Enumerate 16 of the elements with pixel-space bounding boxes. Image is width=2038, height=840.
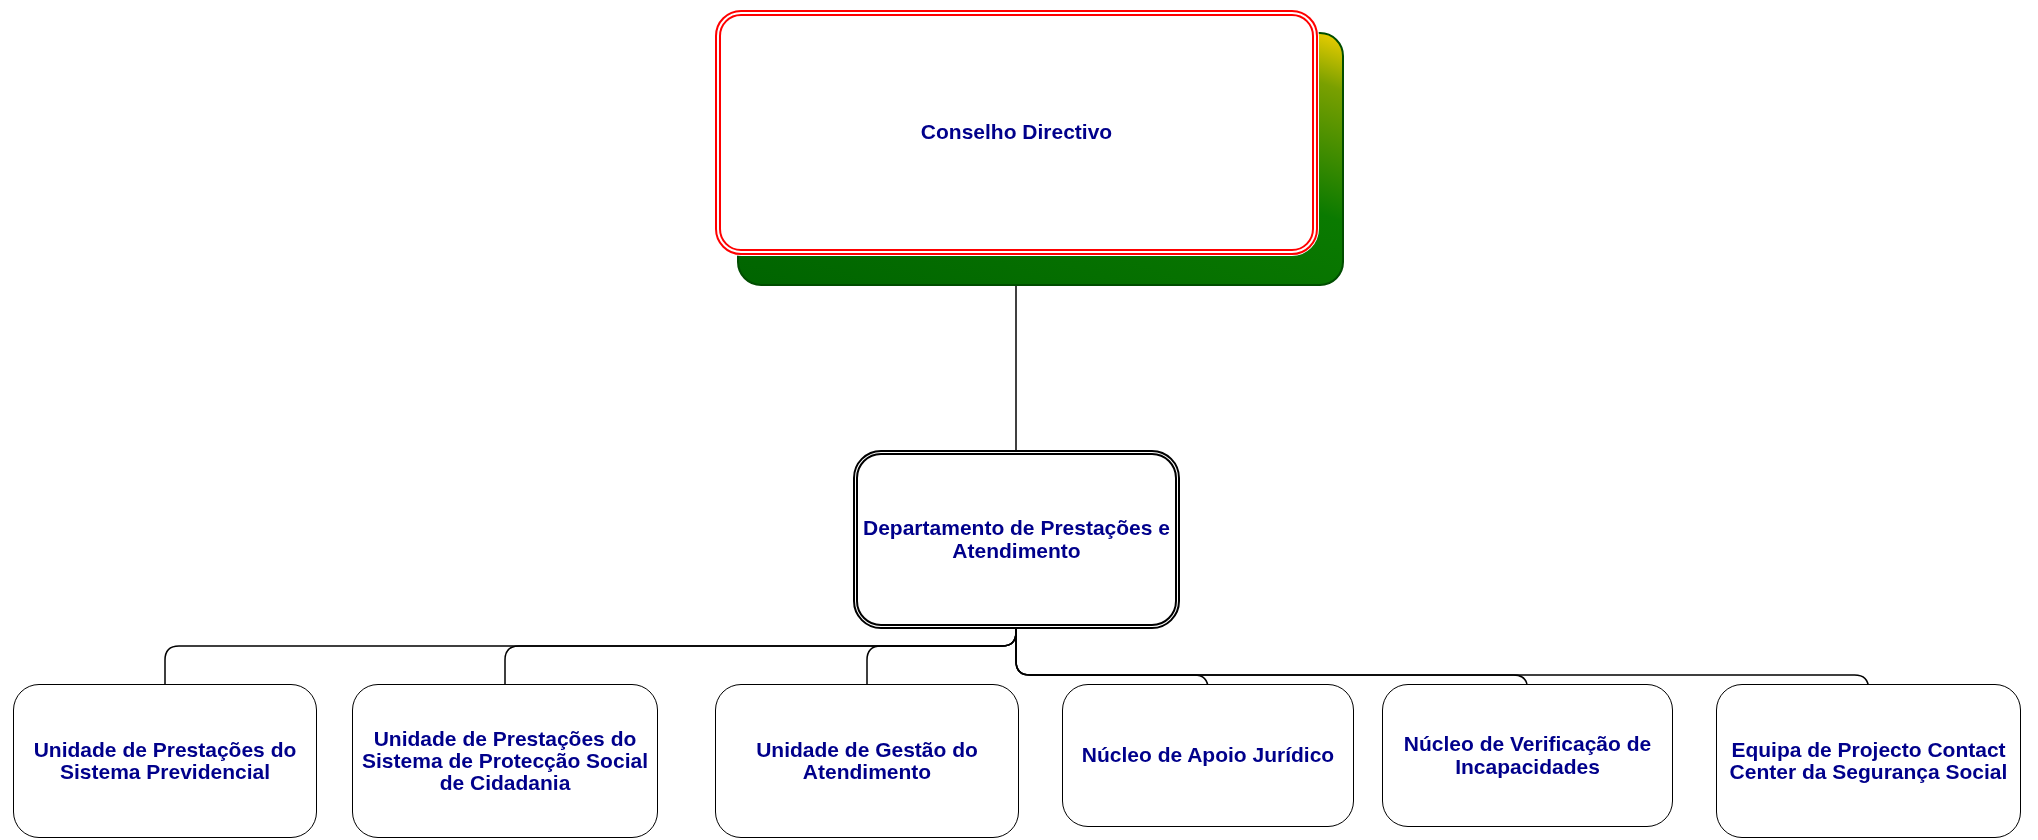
- unit-name: Núcleo de Verificação de Incapacidades: [1402, 733, 1653, 778]
- unit-name: Conselho Directivo: [920, 121, 1113, 144]
- unit-box: [1716, 684, 2021, 838]
- unit-box: [715, 684, 1019, 838]
- unit-name: Unidade de Prestações do Sistema de Protecção Social de Cidadania: [361, 727, 649, 795]
- unit-name: Equipa de Projecto Contact Center da Segurança Social: [1728, 738, 2009, 784]
- unit-box: [1062, 684, 1354, 827]
- unit-name: Departamento de Prestações e Atendimento: [862, 517, 1171, 562]
- unit-name: Unidade de Prestações do Sistema Previdencial: [32, 738, 298, 784]
- unit-box: [352, 684, 658, 838]
- unit-box: [1382, 684, 1673, 827]
- unit-name: Núcleo de Apoio Jurídico: [1081, 744, 1335, 767]
- department-box: [853, 450, 1180, 629]
- unit-name: Unidade de Gestão do Atendimento: [755, 738, 979, 784]
- unit-box: [13, 684, 317, 838]
- board-box: [715, 10, 1318, 255]
